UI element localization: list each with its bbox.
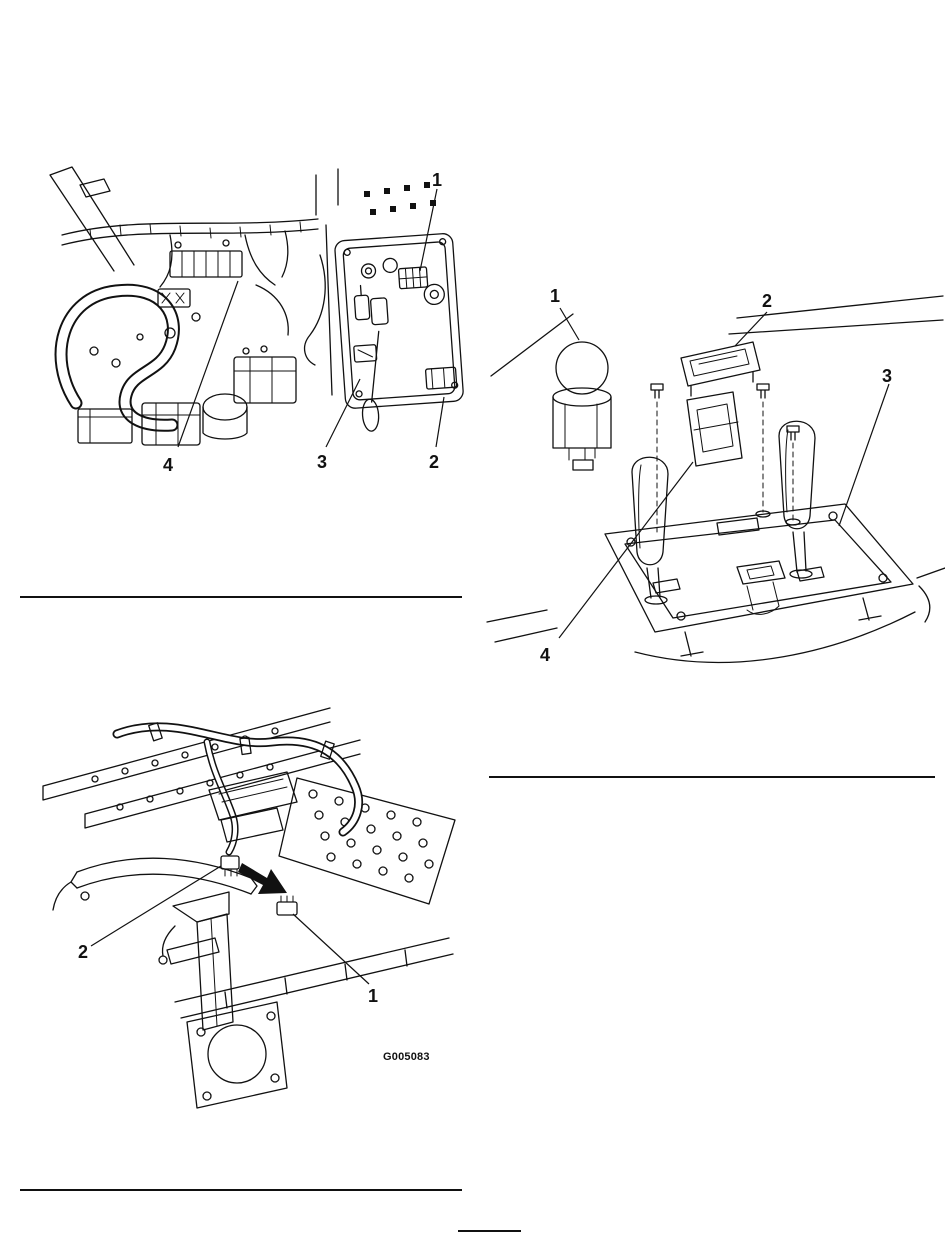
fig2-callout-2: 2 <box>762 291 773 311</box>
relay-block <box>169 239 243 278</box>
fig1-callout-2: 2 <box>429 452 440 472</box>
hour-meter <box>680 341 761 397</box>
figure1-art <box>49 166 464 448</box>
fig1-callout-3: 3 <box>317 452 328 472</box>
left-control-lever <box>631 456 669 605</box>
fig2-callout-1: 1 <box>550 286 561 306</box>
perforated-plate <box>278 777 456 905</box>
leader-2 <box>734 311 768 347</box>
leader-1 <box>292 913 370 985</box>
figure3-art <box>42 707 456 1109</box>
wire-harness <box>112 722 363 856</box>
cross-bracket <box>208 771 298 843</box>
leader-1 <box>419 188 438 272</box>
frame-rails <box>42 707 361 829</box>
under-plate <box>634 597 916 664</box>
leader-3 <box>325 378 361 448</box>
figure2-lineart <box>486 295 945 664</box>
fig3-callout-2: 2 <box>78 942 89 962</box>
leader-4 <box>177 280 239 448</box>
pillar <box>49 166 135 272</box>
divider-right <box>489 776 935 778</box>
bottom-bracket <box>186 1001 288 1109</box>
support-post <box>166 891 234 1031</box>
divider-left-top <box>20 596 462 598</box>
fig1-callout-4: 4 <box>163 455 174 475</box>
hose <box>54 283 180 432</box>
switch <box>353 344 378 363</box>
electrical-panel <box>334 233 464 432</box>
context-lines <box>486 295 945 643</box>
leader-1 <box>559 307 580 341</box>
divider-left-bottom <box>20 1189 462 1191</box>
console-plate <box>604 503 914 633</box>
figure3-lineart <box>42 707 456 1109</box>
leader-3 <box>838 383 890 527</box>
lower-frame <box>174 937 454 1019</box>
fig3-callout-1: 1 <box>368 986 379 1006</box>
fastener-dots <box>364 182 436 215</box>
pto-switch <box>552 341 612 471</box>
leader-2 <box>90 865 222 947</box>
figure2-art <box>486 295 945 664</box>
wire-harness <box>61 218 319 288</box>
connector-lower <box>276 895 298 916</box>
figure3-caption: G005083 <box>383 1051 430 1063</box>
leader-4 <box>558 461 694 639</box>
figure1-lineart <box>49 166 464 446</box>
page-bottom-rule <box>458 1230 521 1232</box>
figure3 <box>25 690 465 1110</box>
leader-2 <box>435 396 445 448</box>
engine-components <box>77 168 339 446</box>
fig2-callout-3: 3 <box>882 366 893 386</box>
fuse-block <box>397 266 429 290</box>
figure1 <box>20 165 465 495</box>
fig1-callout-1: 1 <box>432 170 443 190</box>
rocker-switch <box>686 391 743 467</box>
figure2 <box>485 280 945 700</box>
fig2-callout-4: 4 <box>540 645 551 665</box>
direction-arrow-icon <box>238 863 287 894</box>
mounting-bolts <box>650 383 801 533</box>
right-control-lever <box>778 420 816 579</box>
relay <box>424 366 458 390</box>
connector-upper <box>220 855 240 877</box>
